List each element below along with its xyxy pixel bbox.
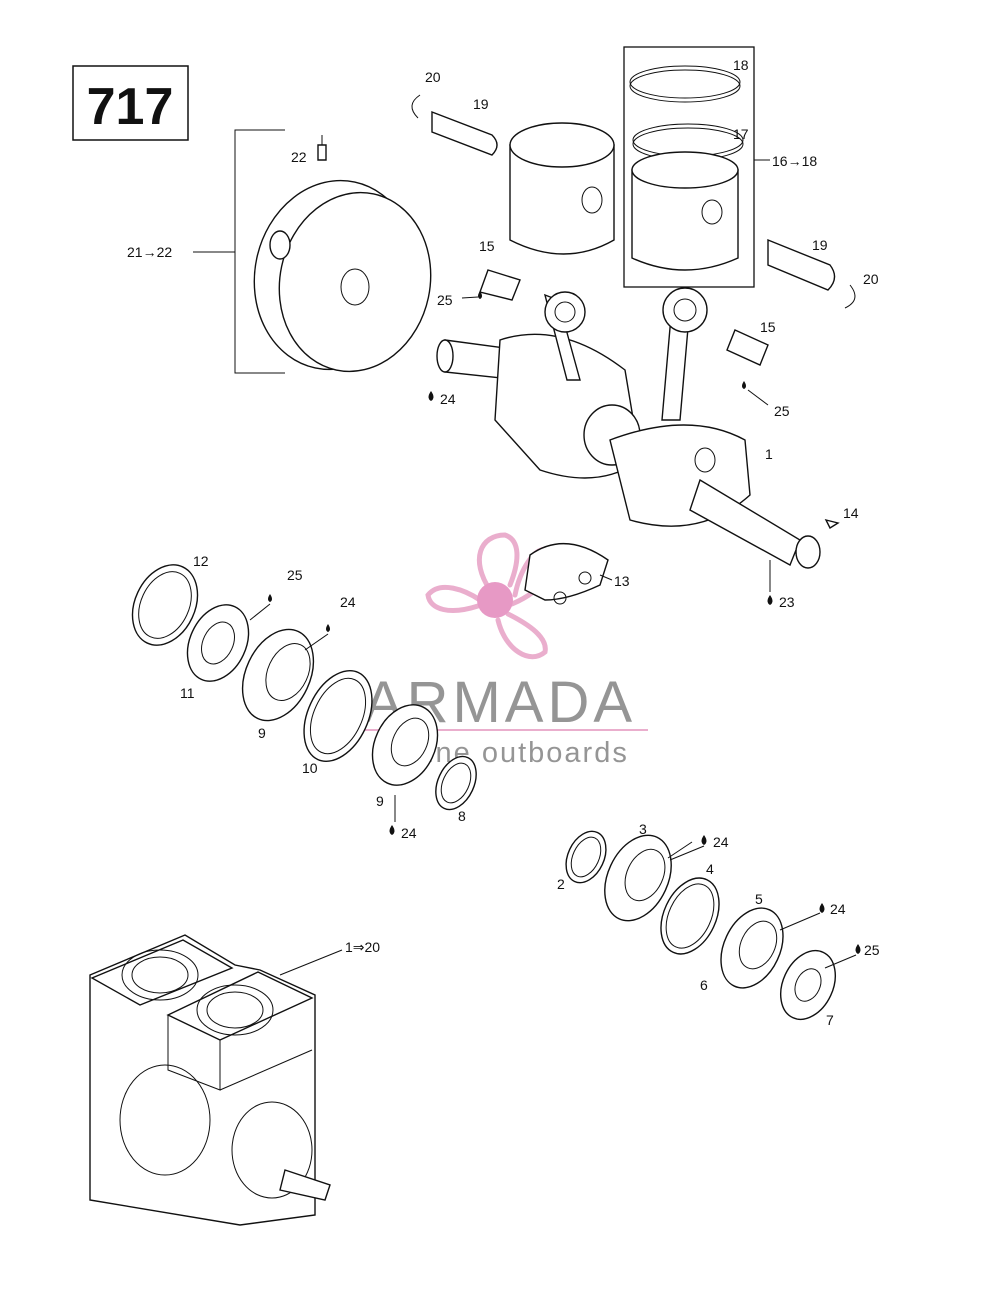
callout-10: 10 xyxy=(302,760,318,776)
callout-20-top: 20 xyxy=(425,69,441,85)
engine-block xyxy=(89,934,343,1226)
callout-16-18: 16→18 xyxy=(772,153,817,169)
callout-24-lower-left: 24 xyxy=(401,825,417,841)
callout-labels: 1 2 3 4 5 6 7 8 9 9 10 11 12 13 14 15 15… xyxy=(127,57,880,1028)
page-number: 717 xyxy=(87,78,174,136)
callout-18: 18 xyxy=(733,57,749,73)
oil-drop-icon xyxy=(742,381,746,389)
callout-17: 17 xyxy=(733,126,749,142)
crankshaft-group xyxy=(436,269,840,569)
oil-drop-icon xyxy=(819,903,825,913)
callout-20-right: 20 xyxy=(863,271,879,287)
callout-23: 23 xyxy=(779,594,795,610)
callout-19-top: 19 xyxy=(473,96,489,112)
oil-drop-icon xyxy=(268,594,272,602)
armada-logo: ARMADA marine outboards xyxy=(352,532,648,769)
callout-6: 6 xyxy=(700,977,708,993)
callout-1: 1 xyxy=(765,446,773,462)
callout-9-lower: 9 xyxy=(376,793,384,809)
callout-2: 2 xyxy=(557,876,565,892)
flywheel-group xyxy=(193,129,432,374)
callout-7: 7 xyxy=(826,1012,834,1028)
callout-12: 12 xyxy=(193,553,209,569)
callout-13: 13 xyxy=(614,573,630,589)
piston-group xyxy=(411,46,856,309)
callout-24-right-5: 24 xyxy=(830,901,846,917)
callout-24-crank: 24 xyxy=(440,391,456,407)
oil-drop-icon xyxy=(855,944,861,954)
oil-drop-icon xyxy=(767,595,773,605)
oil-drop-icon xyxy=(428,391,434,401)
callout-24-left-bearing: 24 xyxy=(340,594,356,610)
propeller-hub-icon xyxy=(477,582,513,618)
callout-21-22: 21→22 xyxy=(127,244,172,260)
oil-drops xyxy=(268,291,861,954)
oil-drop-icon xyxy=(326,624,330,632)
callout-25-left: 25 xyxy=(437,292,453,308)
left-bearing-stack xyxy=(131,564,477,811)
callout-19-right: 19 xyxy=(812,237,828,253)
right-bearing-stack xyxy=(565,830,836,1020)
leader-lines xyxy=(249,296,857,969)
callout-25-right-7: 25 xyxy=(864,942,880,958)
callout-3: 3 xyxy=(639,821,647,837)
callout-1-20: 1⇒20 xyxy=(345,939,380,955)
callout-5: 5 xyxy=(755,891,763,907)
bearing-half-13 xyxy=(524,543,609,605)
page-number-box: 717 xyxy=(72,65,189,141)
callout-11: 11 xyxy=(180,685,195,701)
oil-drop-icon xyxy=(389,825,395,835)
callout-9-upper: 9 xyxy=(258,725,266,741)
oil-drop-icon xyxy=(478,291,482,299)
oil-drop-icon xyxy=(701,835,707,845)
callout-4: 4 xyxy=(706,861,714,877)
callout-8: 8 xyxy=(458,808,466,824)
callout-15-right: 15 xyxy=(760,319,776,335)
callout-14: 14 xyxy=(843,505,859,521)
callout-15-left: 15 xyxy=(479,238,495,254)
callout-25-left-bearing: 25 xyxy=(287,567,303,583)
callout-22: 22 xyxy=(291,149,307,165)
callout-25-right: 25 xyxy=(774,403,790,419)
callout-24-right-3: 24 xyxy=(713,834,729,850)
